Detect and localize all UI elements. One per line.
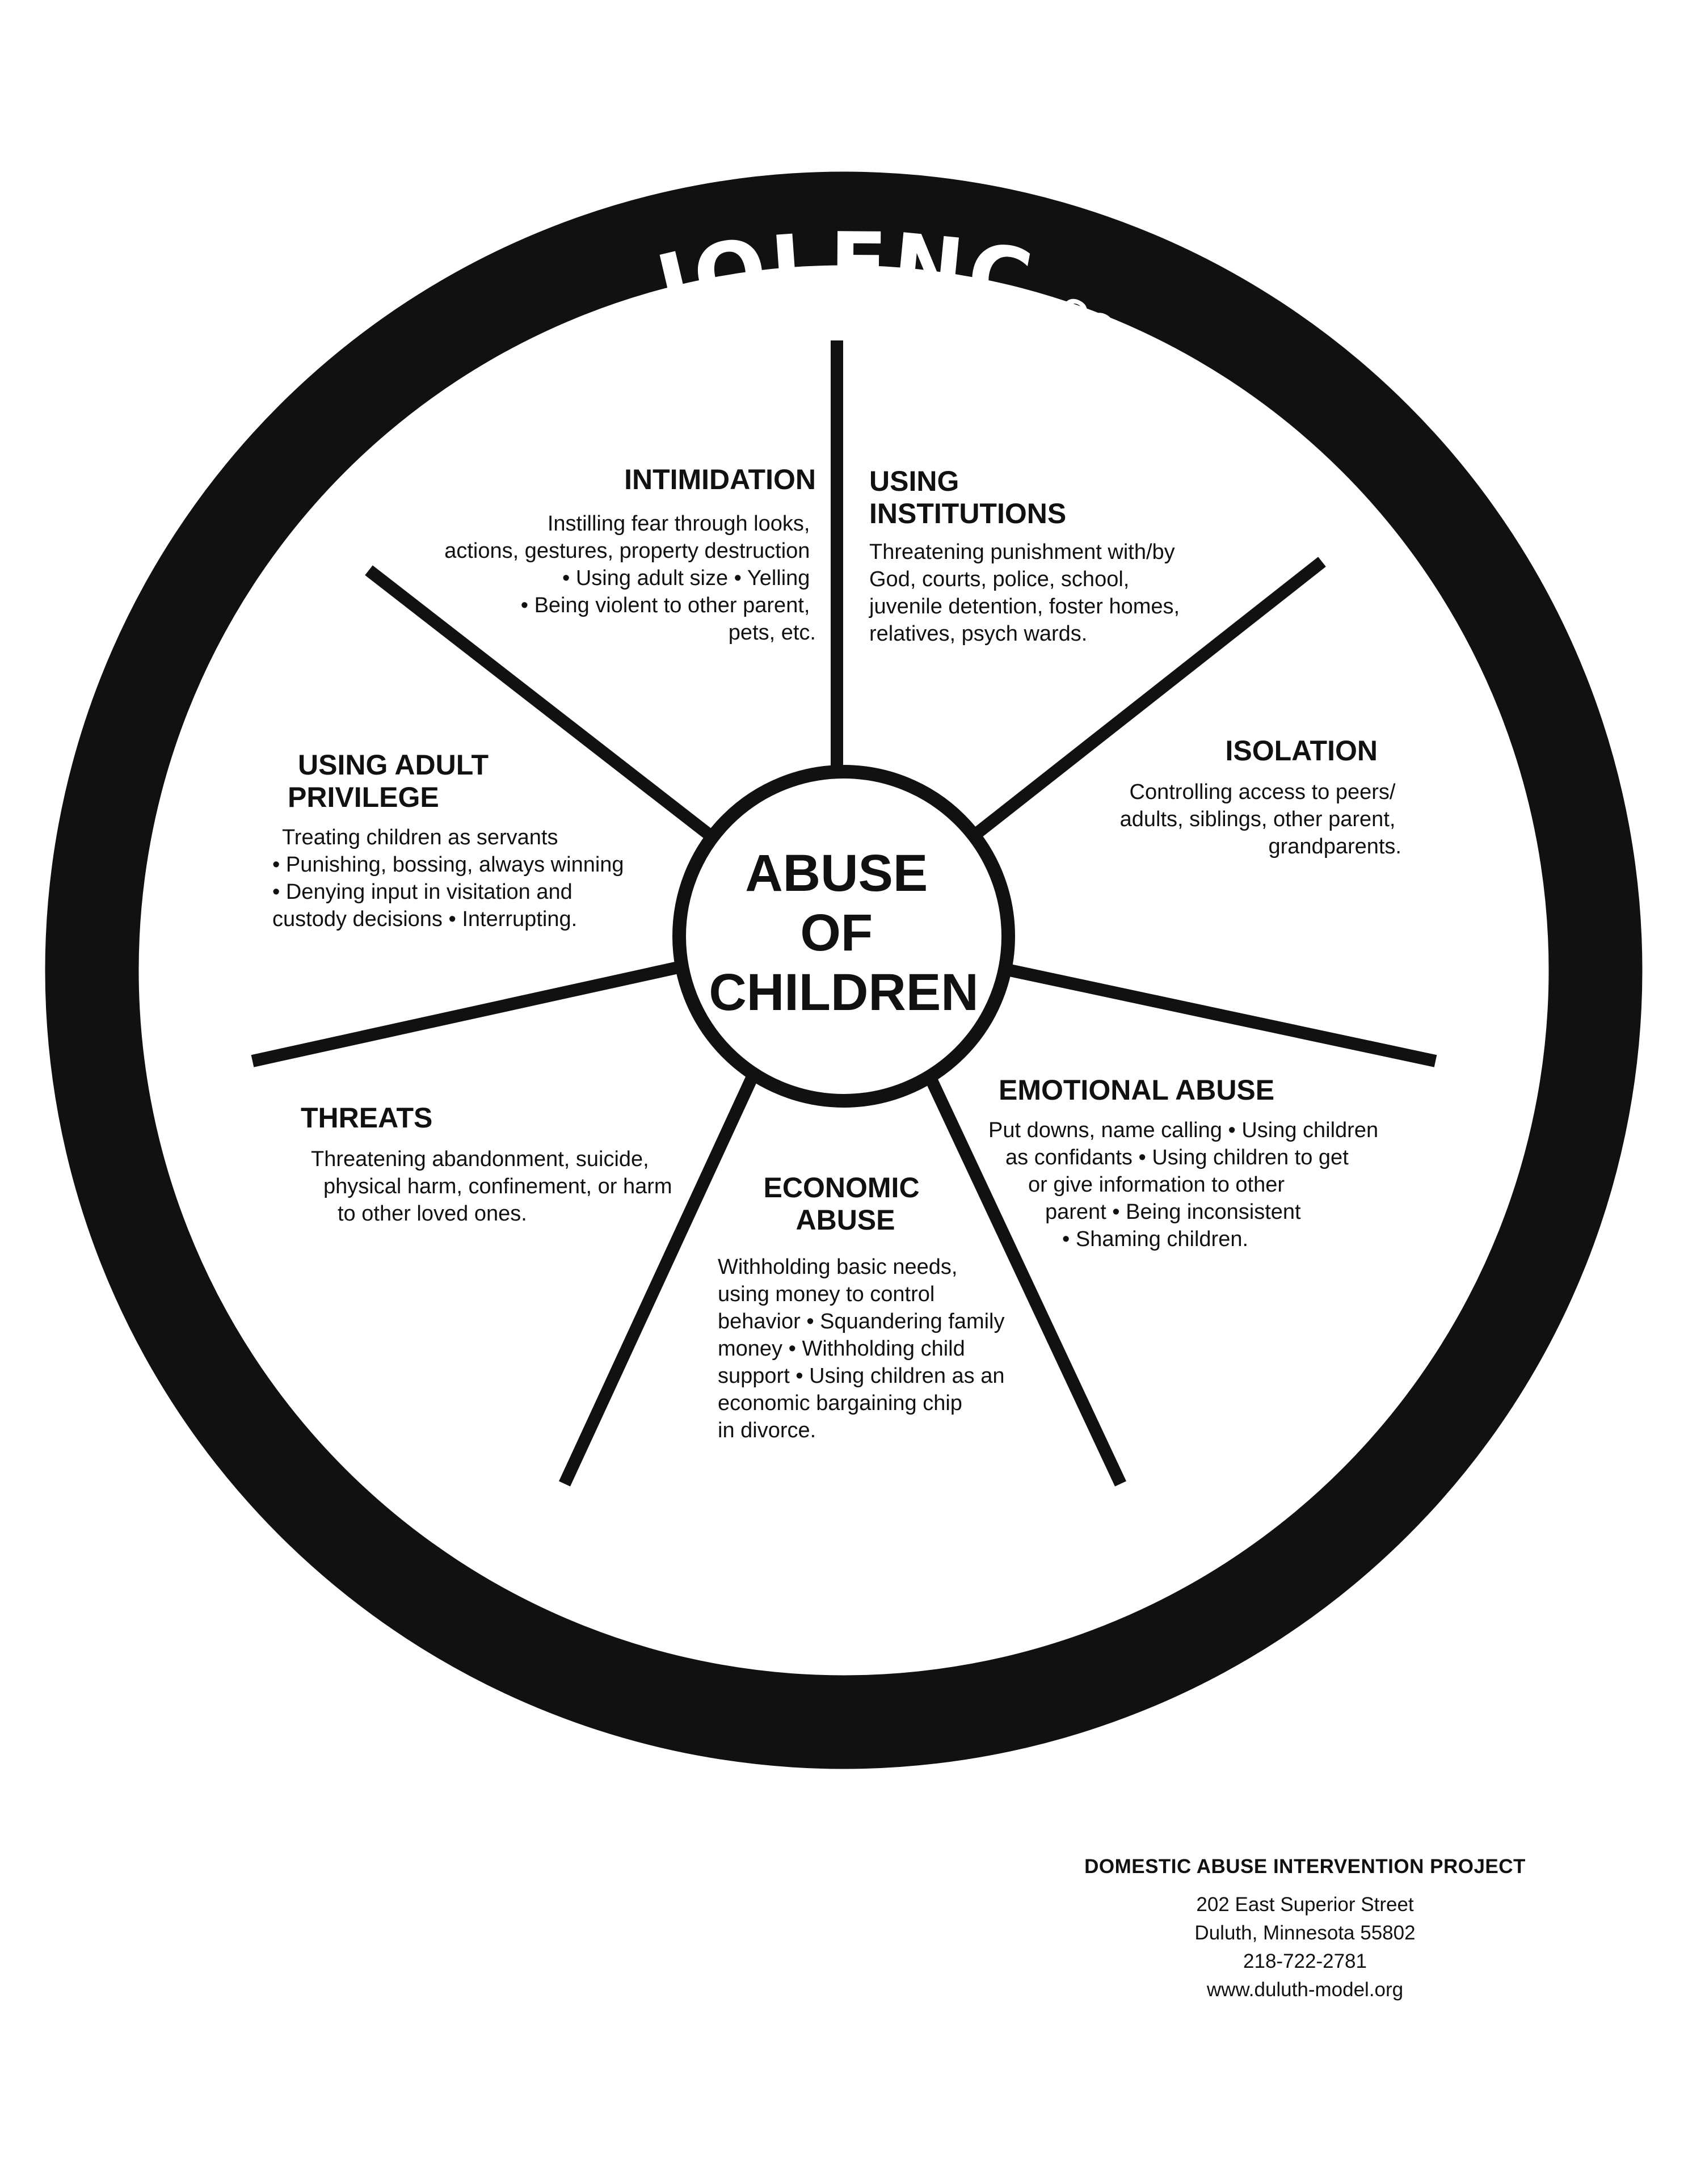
svg-text:EMOTIONAL ABUSE: EMOTIONAL ABUSE xyxy=(999,1074,1274,1106)
segment-title: ABUSE xyxy=(795,1204,895,1236)
segment-title: USING xyxy=(869,465,959,497)
segment-isolation: ISOLATION Controlling access to peers/ a… xyxy=(1120,735,1401,859)
segment-title: ISOLATION xyxy=(1225,735,1378,767)
segment-title: INSTITUTIONS xyxy=(869,498,1066,529)
segment-title: ECONOMIC xyxy=(764,1172,920,1203)
segment-title: THREATS xyxy=(301,1102,432,1134)
footer-address-line-1: 202 East Superior Street xyxy=(1196,1893,1414,1916)
svg-text:ECONOMIC ABUSE: ECONOMIC ABUSE xyxy=(764,1172,928,1236)
center-hub: ABUSE OF CHILDREN xyxy=(672,765,1015,1108)
svg-text:Treating children as servants: Treating children as servants • Punishin… xyxy=(272,826,630,931)
segment-body-line: using money to control xyxy=(718,1282,934,1306)
segment-body-line: actions, gestures, property destruction xyxy=(444,539,810,563)
footer-website: www.duluth-model.org xyxy=(1206,1979,1404,2001)
segment-body-line: Controlling access to peers/ xyxy=(1130,780,1396,804)
segment-body-line: money • Withholding child xyxy=(718,1337,965,1361)
segment-body-line: Threatening abandonment, suicide, xyxy=(311,1147,649,1171)
segment-emotional-abuse: EMOTIONAL ABUSE Put downs, name calling … xyxy=(988,1074,1384,1251)
segment-using-institutions: USING INSTITUTIONS Threatening punishmen… xyxy=(869,465,1186,646)
segment-body-line: • Being violent to other parent, xyxy=(521,594,810,617)
segment-threats: THREATS Threatening abandonment, suicide… xyxy=(301,1102,678,1226)
spoke-line xyxy=(559,1075,757,1487)
segment-title: PRIVILEGE xyxy=(288,781,439,813)
segment-title: INTIMIDATION xyxy=(624,464,816,495)
segment-body-line: Treating children as servants xyxy=(282,826,558,849)
spoke-line xyxy=(1008,964,1437,1067)
spoke-line xyxy=(251,961,680,1067)
segment-body-line: • Using adult size • Yelling xyxy=(562,566,810,590)
ring-band xyxy=(45,171,1643,1769)
segment-body-line: pets, etc. xyxy=(729,621,816,645)
segment-body-line: • Denying input in visitation and xyxy=(272,880,573,904)
svg-text:THREATS: THREATS xyxy=(301,1102,432,1134)
segment-using-adult-privilege: USING ADULT PRIVILEGE Treating children … xyxy=(272,749,630,931)
segment-body-line: Put downs, name calling • Using children xyxy=(988,1118,1378,1142)
hub-circle xyxy=(672,765,1015,1108)
segment-intimidation: INTIMIDATION Instilling fear through loo… xyxy=(444,464,816,645)
segment-body-line: to other loved ones. xyxy=(338,1202,527,1226)
spoke-line xyxy=(365,565,716,842)
svg-text:Threatening abandonment, suici: Threatening abandonment, suicide, physic… xyxy=(311,1147,678,1226)
segment-body-line: Threatening punishment with/by xyxy=(869,540,1175,564)
segment-body-line: as confidants • Using children to get xyxy=(1005,1146,1349,1169)
segment-title: USING ADULT xyxy=(298,749,489,781)
segment-body-line: relatives, psych wards. xyxy=(869,622,1087,646)
svg-text:ISOLATION: ISOLATION xyxy=(1225,735,1378,767)
ring-label-pinching: PINCHING xyxy=(326,1274,464,1466)
svg-text:Put downs, name calling • Usin: Put downs, name calling • Using children… xyxy=(988,1118,1384,1251)
segment-body-line: Instilling fear through looks, xyxy=(548,512,810,536)
segment-body-line: Withholding basic needs, xyxy=(718,1255,957,1279)
wheel-spokes xyxy=(251,340,1437,1487)
footer-address-line-2: Duluth, Minnesota 55802 xyxy=(1194,1922,1416,1944)
segment-texts: INTIMIDATION Instilling fear through loo… xyxy=(272,464,1401,1442)
segment-economic-abuse: ECONOMIC ABUSE Withholding basic needs, … xyxy=(718,1172,1011,1442)
segment-body-line: • Punishing, bossing, always winning xyxy=(272,853,624,877)
svg-text:ABUSE OF CHILDREN: ABUSE OF CHILDREN xyxy=(709,844,978,1021)
segment-body-line: parent • Being inconsistent xyxy=(1045,1200,1301,1224)
footer-phone: 218-722-2781 xyxy=(1243,1950,1367,1972)
segment-body-line: adults, siblings, other parent, xyxy=(1120,807,1396,831)
footer: DOMESTIC ABUSE INTERVENTION PROJECT 202 … xyxy=(999,1855,1611,2004)
segment-body-line: economic bargaining chip xyxy=(718,1391,962,1415)
segment-title: EMOTIONAL ABUSE xyxy=(999,1074,1274,1106)
segment-body-line: support • Using children as an xyxy=(718,1364,1004,1388)
center-line-1: ABUSE xyxy=(745,844,928,902)
segment-body-line: juvenile detention, foster homes, xyxy=(869,595,1180,618)
spoke-line xyxy=(972,557,1326,839)
svg-text:Controlling access to peers/: Controlling access to peers/ adults, sib… xyxy=(1120,780,1401,859)
outer-ring xyxy=(45,171,1643,1769)
ring-label-pushing: PUSHING xyxy=(168,742,251,932)
svg-text:USING INSTITUTIONS: USING INSTITUTIONS xyxy=(869,465,1066,529)
segment-body-line: in divorce. xyxy=(718,1419,816,1442)
segment-body-line: physical harm, confinement, or harm xyxy=(323,1175,672,1198)
segment-body-line: or give information to other xyxy=(1028,1173,1285,1197)
segment-body-line: God, courts, police, school, xyxy=(869,567,1129,591)
svg-text:Withholding basic needs,: Withholding basic needs, using money to … xyxy=(718,1255,1011,1442)
center-line-3: CHILDREN xyxy=(709,963,978,1021)
svg-text:INTIMIDATION: INTIMIDATION xyxy=(624,464,816,495)
svg-text:Instilling fear through looks,: Instilling fear through looks, actions, … xyxy=(444,512,816,645)
segment-body-line: behavior • Squandering family xyxy=(718,1310,1005,1333)
svg-text:Threatening punishment with/by: Threatening punishment with/by God, cour… xyxy=(869,540,1186,646)
svg-text:USING ADULT PRIVILEGE: USING ADULT PRIVILEGE xyxy=(288,749,496,813)
segment-body-line: grandparents. xyxy=(1269,835,1402,859)
ring-label-kicking: KICKING xyxy=(163,940,212,1116)
footer-org-name: DOMESTIC ABUSE INTERVENTION PROJECT xyxy=(1084,1855,1526,1878)
center-line-2: OF xyxy=(800,904,873,962)
segment-body-line: • Shaming children. xyxy=(1062,1227,1248,1251)
spoke-line xyxy=(925,1075,1126,1487)
segment-body-line: custody decisions • Interrupting. xyxy=(272,907,577,931)
